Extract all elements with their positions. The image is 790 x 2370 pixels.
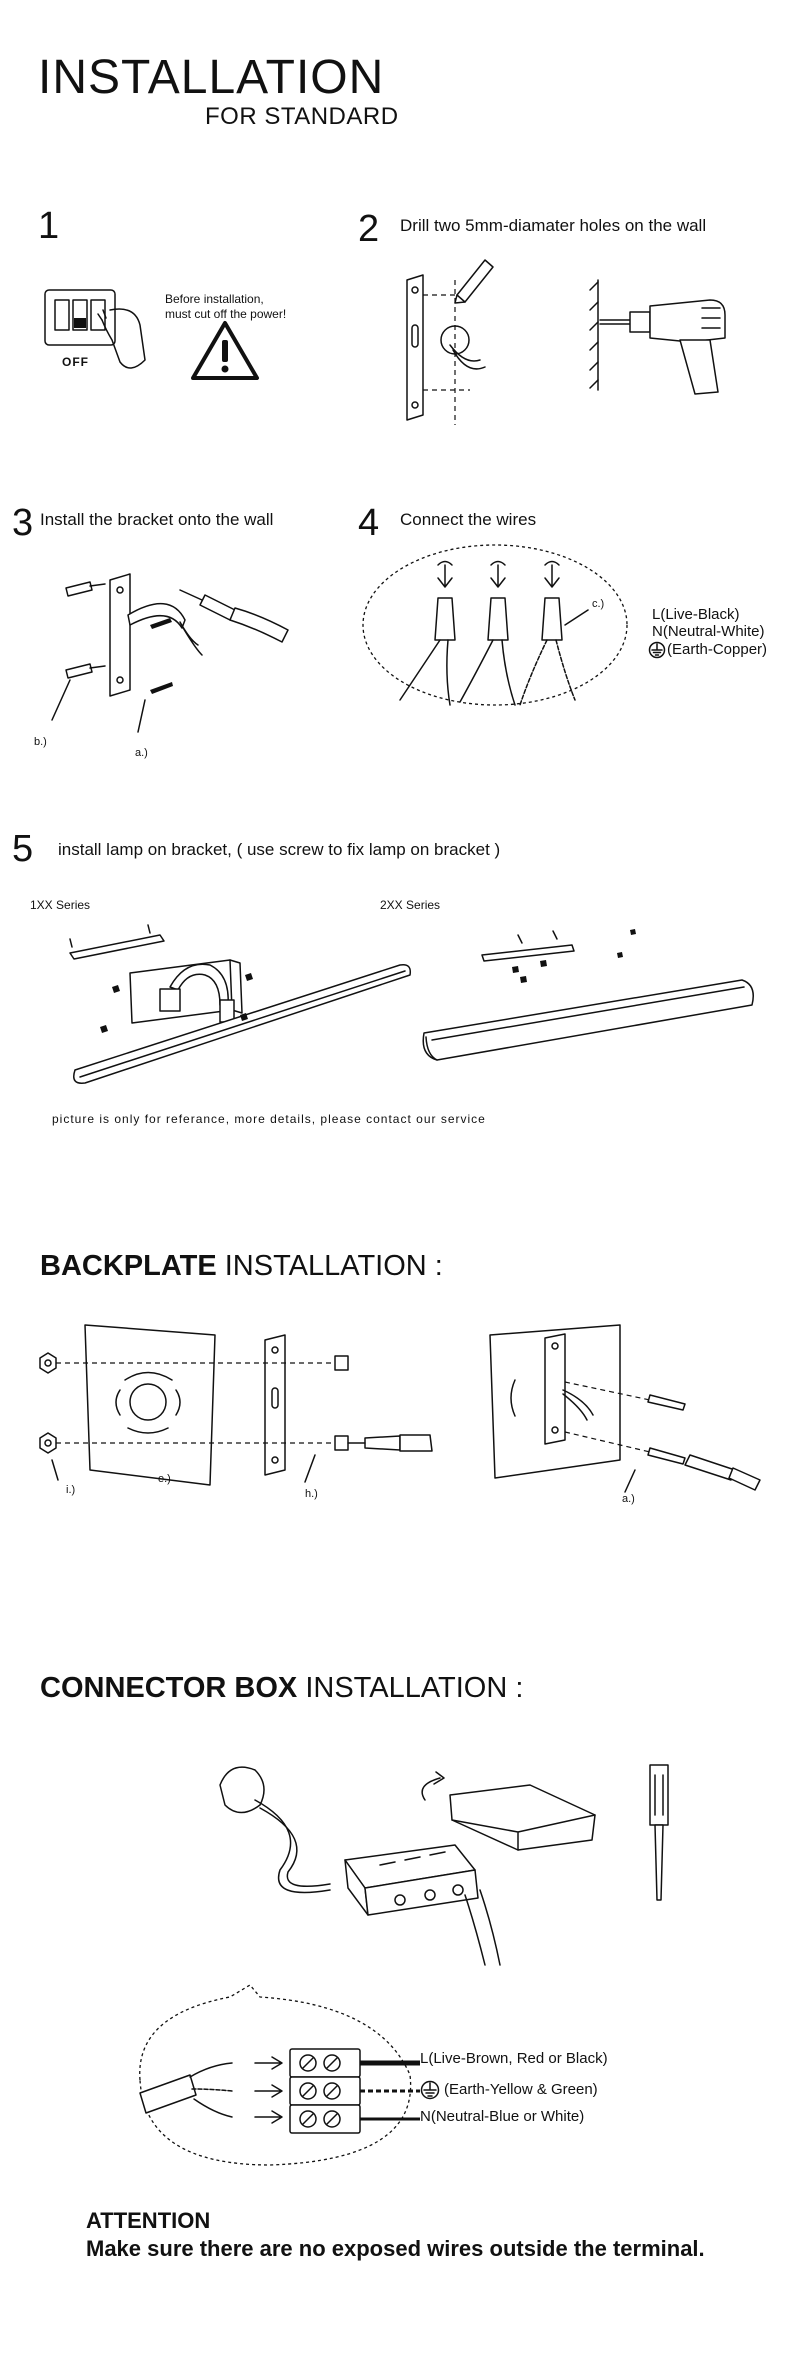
step-4-text: Connect the wires: [400, 510, 537, 529]
lamp-1xx-illustration: [60, 915, 420, 1090]
backplate-exploded-illustration: [30, 1320, 450, 1500]
wire-neutral-label: N(Neutral-White): [652, 623, 765, 640]
warning-text-line2: must cut off the power!: [165, 307, 287, 321]
drill-icon: [590, 270, 750, 400]
connector-wire-earth-label: (Earth-Yellow & Green): [444, 2081, 598, 2098]
connector-wire-neutral-label: N(Neutral-Blue or White): [420, 2108, 585, 2125]
attention-text: Make sure there are no exposed wires out…: [86, 2236, 705, 2261]
label-c: c.): [592, 598, 605, 610]
label-b: b.): [34, 736, 47, 748]
attention-title: ATTENTION: [86, 2208, 211, 2233]
label-a: a.): [135, 747, 148, 759]
backplate-label-i: i.): [66, 1484, 76, 1496]
bracket-drill-marking-illustration: [395, 245, 525, 425]
page-title: INSTALLATION: [38, 51, 385, 104]
step-2-text: Drill two 5mm-diamater holes on the wall: [400, 216, 707, 235]
series-2-label: 2XX Series: [380, 898, 441, 912]
reference-note: picture is only for referance, more deta…: [52, 1112, 486, 1126]
power-switch-illustration: [40, 280, 150, 380]
earth-ground-icon: [420, 2080, 440, 2100]
series-1-label: 1XX Series: [30, 898, 91, 912]
connector-box-illustration: [200, 1760, 760, 2020]
terminal-detail-illustration: [120, 1985, 440, 2175]
backplate-label-a: a.): [622, 1493, 635, 1505]
step-2-number: 2: [358, 208, 380, 250]
step-4-number: 4: [358, 502, 380, 544]
step-3-number: 3: [12, 502, 34, 544]
backplate-heading: BACKPLATE INSTALLATION :: [40, 1250, 443, 1282]
wire-connect-illustration: [360, 540, 650, 710]
warning-text-line1: Before installation,: [165, 292, 264, 306]
off-label: OFF: [62, 355, 89, 369]
backplate-label-e: e.): [158, 1473, 171, 1485]
wire-live-label: L(Live-Black): [652, 606, 740, 623]
warning-triangle-icon: [190, 320, 260, 382]
wire-earth-label: (Earth-Copper): [667, 641, 768, 658]
step-5-number: 5: [12, 828, 34, 870]
step-5-text: install lamp on bracket, ( use screw to …: [58, 840, 501, 859]
step-1-number: 1: [38, 205, 60, 247]
bracket-install-illustration: [30, 560, 300, 750]
step-3-text: Install the bracket onto the wall: [40, 510, 274, 529]
earth-ground-icon: [648, 641, 666, 659]
connector-box-heading: CONNECTOR BOX INSTALLATION :: [40, 1672, 524, 1704]
connector-wire-live-label: L(Live-Brown, Red or Black): [420, 2050, 608, 2067]
backplate-assembled-illustration: [485, 1320, 775, 1520]
lamp-2xx-illustration: [412, 929, 772, 1065]
backplate-label-h: h.): [305, 1488, 318, 1500]
page-subtitle: FOR STANDARD: [205, 103, 399, 130]
